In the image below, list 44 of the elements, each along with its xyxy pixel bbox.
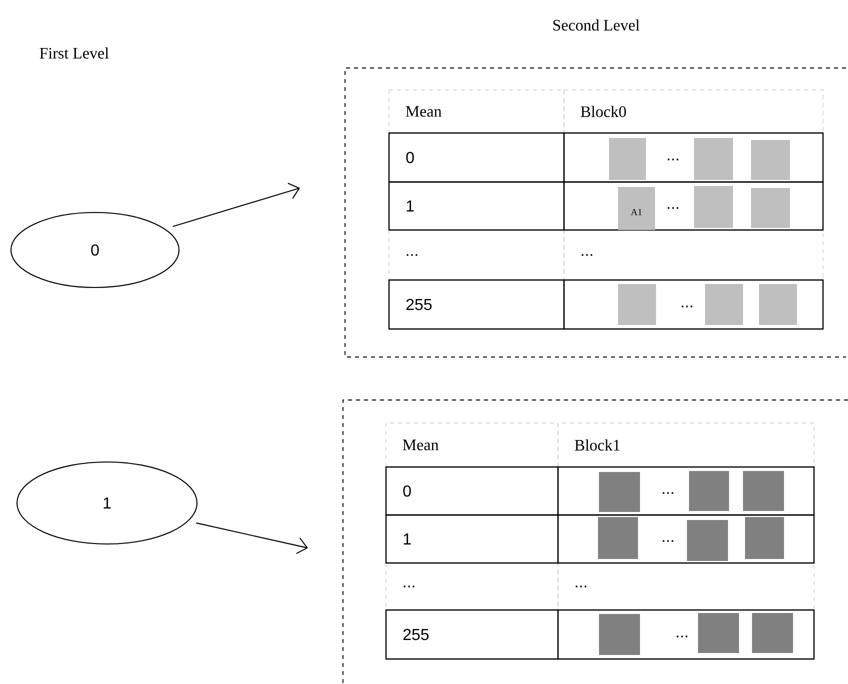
ellipse-node: 0 bbox=[10, 212, 180, 288]
table-cell: ... bbox=[557, 466, 815, 516]
block-square bbox=[689, 470, 729, 511]
table-cell: ... bbox=[557, 514, 815, 564]
block-square bbox=[759, 284, 797, 325]
arrow bbox=[196, 522, 308, 554]
block-square bbox=[743, 470, 784, 511]
level-title: First Level bbox=[40, 47, 109, 59]
table-cell: Block1 bbox=[558, 422, 814, 468]
table-cell: 0 bbox=[385, 466, 559, 516]
level-title: Second Level bbox=[553, 19, 640, 31]
table-cell: ... bbox=[563, 132, 824, 183]
table-cell: ... bbox=[558, 562, 814, 610]
block-square bbox=[687, 520, 728, 561]
table-cell: Mean bbox=[386, 422, 558, 468]
table-cell: 255 bbox=[388, 279, 565, 330]
block-square bbox=[751, 188, 790, 228]
table-cell: 1 bbox=[388, 181, 565, 231]
block-square: A1 bbox=[618, 187, 656, 230]
dashed-frame bbox=[342, 400, 848, 684]
block-square bbox=[694, 186, 733, 228]
ellipse-node: 1 bbox=[16, 461, 198, 545]
table-cell: Mean bbox=[388, 90, 564, 134]
table-cell: 1 bbox=[385, 514, 559, 564]
block-square bbox=[745, 516, 784, 559]
block-square bbox=[618, 284, 656, 325]
table-cell: ... bbox=[557, 609, 815, 660]
block-square bbox=[698, 612, 740, 653]
block-square bbox=[752, 612, 793, 653]
table-cell: ... bbox=[563, 279, 824, 330]
table-cell: 255 bbox=[385, 609, 559, 660]
block-square bbox=[705, 284, 743, 325]
block-square bbox=[751, 140, 790, 180]
block-square bbox=[598, 516, 638, 559]
table-cell: ... bbox=[386, 562, 558, 610]
block-square bbox=[599, 614, 640, 655]
table-cell: Block0 bbox=[564, 90, 824, 134]
block-square bbox=[694, 138, 733, 180]
dashed-frame bbox=[344, 68, 846, 358]
arrow bbox=[172, 182, 300, 227]
block-square bbox=[609, 138, 646, 180]
table-cell: 0 bbox=[388, 132, 565, 183]
block-square bbox=[599, 472, 640, 512]
table-cell: ... bbox=[388, 230, 564, 280]
